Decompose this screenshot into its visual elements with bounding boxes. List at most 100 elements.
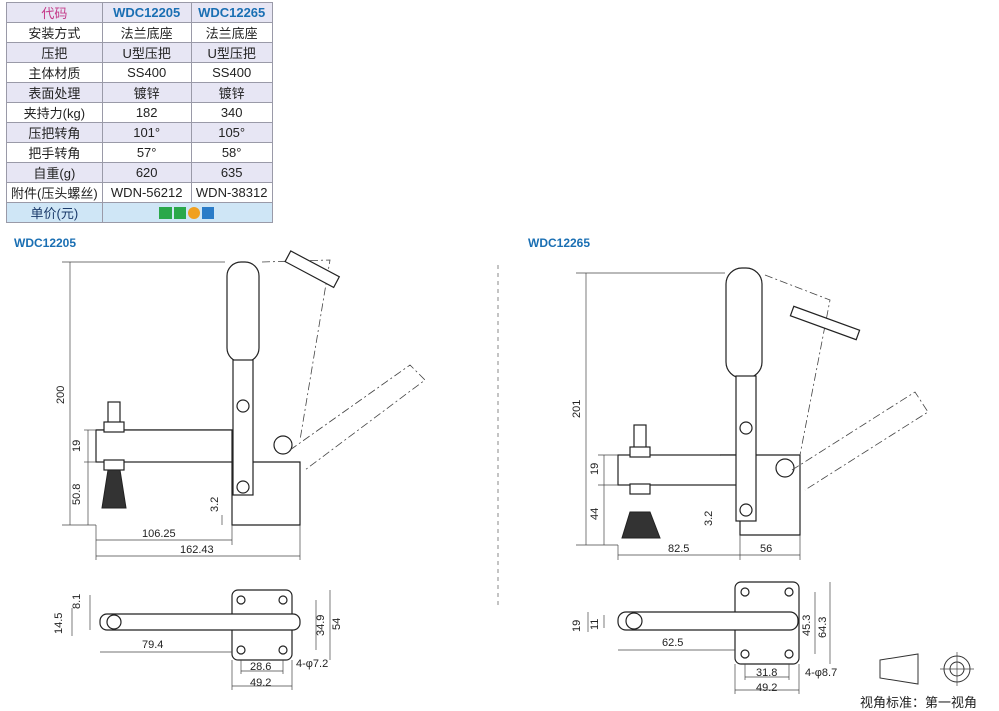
- dim-left-106-25: 106.25: [142, 528, 176, 540]
- price-badge-icon[interactable]: [159, 206, 215, 220]
- row-value: SS400: [101, 62, 192, 83]
- dim-right-3-2: 3.2: [703, 511, 715, 526]
- projection-legend: 视角标准：第一视角: [860, 695, 978, 710]
- table-row: 表面处理镀锌镀锌: [6, 82, 273, 103]
- dim-left-28-6: 28.6: [250, 661, 271, 673]
- left-pivot-3: [273, 435, 293, 455]
- dim-right-11: 11: [589, 619, 601, 630]
- dim-left-19: 19: [71, 440, 83, 452]
- left-handle-grip: [226, 261, 260, 363]
- right-top-spindle: [625, 612, 643, 630]
- row-label: 压把转角: [6, 122, 103, 143]
- right-hole: [740, 587, 750, 597]
- left-nut-bottom: [103, 459, 125, 471]
- dim-left-holes: 4-φ7.2: [296, 658, 328, 670]
- right-hole: [784, 649, 794, 659]
- price-label: 单价(元): [6, 202, 103, 223]
- dim-right-45-3: 45.3: [801, 615, 813, 636]
- drawing-title-left: WDC12205: [14, 236, 77, 250]
- left-hole: [236, 645, 246, 655]
- row-value: 镀锌: [190, 82, 273, 103]
- right-arm-bar: [617, 454, 741, 486]
- row-value: U型压把: [190, 42, 273, 63]
- right-rubber-tip: [621, 511, 661, 539]
- right-nut-bottom: [629, 483, 651, 495]
- price-row: 单价(元): [6, 202, 273, 223]
- row-value: 340: [190, 102, 273, 123]
- dim-left-50-8: 50.8: [71, 484, 83, 505]
- dim-right-64-3: 64.3: [817, 617, 829, 638]
- dim-left-79-4: 79.4: [142, 639, 163, 651]
- first-angle-projection-icon: [879, 652, 974, 686]
- dim-right-19: 19: [589, 463, 601, 475]
- right-hole: [784, 587, 794, 597]
- row-value: 法兰底座: [190, 22, 273, 43]
- row-value: SS400: [190, 62, 273, 83]
- header-label: 代码: [6, 2, 103, 23]
- drawing-title-right: WDC12265: [528, 236, 591, 250]
- dim-right-44: 44: [589, 508, 601, 520]
- left-open-handle: [289, 364, 426, 471]
- right-open-arm: [764, 274, 831, 456]
- left-side-view: [62, 250, 426, 560]
- dim-left-34-9: 34.9: [315, 615, 327, 636]
- right-top-arm: [617, 611, 799, 631]
- dim-right-holes: 4-φ8.7: [805, 667, 837, 679]
- left-hole: [278, 645, 288, 655]
- row-value: 101°: [101, 122, 192, 143]
- row-value: WDN-38312: [190, 182, 273, 203]
- right-pivot-1: [739, 421, 753, 435]
- left-top-view: [71, 589, 331, 690]
- right-pivot-3: [775, 458, 795, 478]
- row-label: 压把: [6, 42, 103, 63]
- right-nut-top: [629, 446, 651, 458]
- row-label: 主体材质: [6, 62, 103, 83]
- dim-left-162-43: 162.43: [180, 544, 214, 556]
- left-hole: [278, 595, 288, 605]
- left-top-arm: [99, 613, 301, 631]
- dim-right-height: 201: [571, 400, 583, 418]
- table-header-row: 代码 WDC12205 WDC12265: [6, 2, 273, 23]
- right-pivot-2: [739, 503, 753, 517]
- left-hole: [236, 595, 246, 605]
- dim-left-49-2: 49.2: [250, 677, 271, 689]
- row-label: 把手转角: [6, 142, 103, 163]
- left-handle-lever: [232, 359, 254, 496]
- badge-block-1: [159, 207, 173, 220]
- left-rubber-tip: [101, 469, 127, 509]
- header-model-1: WDC12205: [101, 2, 192, 23]
- dim-right-49-2: 49.2: [756, 682, 777, 694]
- dim-right-82-5: 82.5: [668, 543, 689, 555]
- dim-left-54: 54: [331, 618, 343, 630]
- right-hole: [740, 649, 750, 659]
- row-label: 附件(压头螺丝): [6, 182, 103, 203]
- dim-right-19b: 19: [571, 620, 583, 632]
- left-open-spindle: [284, 250, 341, 289]
- row-label: 表面处理: [6, 82, 103, 103]
- right-open-spindle: [789, 305, 861, 341]
- dim-right-56: 56: [760, 543, 772, 555]
- left-pivot-2: [236, 480, 250, 494]
- dim-left-14-5: 14.5: [53, 613, 65, 634]
- row-label: 安装方式: [6, 22, 103, 43]
- badge-block-4: [202, 207, 215, 220]
- dim-left-height: 200: [55, 386, 67, 404]
- left-top-spindle: [106, 614, 122, 630]
- left-nut-top: [103, 421, 125, 433]
- row-value: U型压把: [101, 42, 192, 63]
- dim-right-62-5: 62.5: [662, 637, 683, 649]
- header-model-2: WDC12265: [190, 2, 273, 23]
- price-badge-cell[interactable]: [101, 202, 273, 223]
- right-open-handle: [791, 391, 929, 491]
- right-handle-grip: [725, 267, 763, 379]
- right-top-view: [587, 581, 831, 694]
- badge-block-3: [188, 207, 201, 220]
- left-open-arm: [261, 259, 331, 441]
- dim-left-3-2: 3.2: [209, 497, 221, 512]
